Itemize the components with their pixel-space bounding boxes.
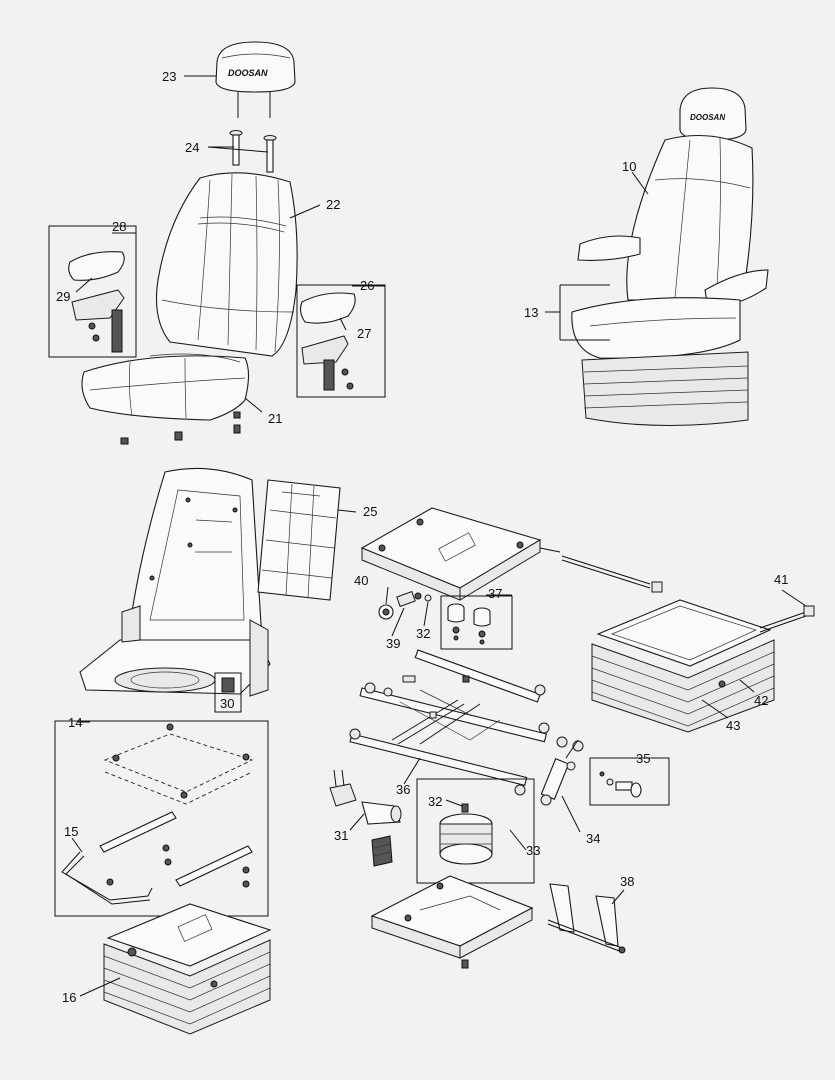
slide-plate-part[interactable] — [360, 507, 561, 601]
backrest-cushion-part[interactable] — [155, 172, 298, 357]
callout-32b: 32 — [428, 794, 442, 809]
callout-15: 15 — [64, 824, 78, 839]
adjustment-rod-part[interactable] — [561, 555, 663, 593]
buffer-part[interactable] — [447, 603, 491, 645]
armrest-right-part[interactable] — [299, 292, 356, 391]
callout-32a: 32 — [416, 626, 430, 641]
release-bar-part[interactable] — [61, 851, 153, 905]
backrest-cover-panel[interactable] — [257, 479, 341, 601]
pin-kit-box-35 — [589, 757, 670, 806]
seat-latch-box-30 — [214, 672, 242, 713]
callout-38: 38 — [620, 874, 634, 889]
mechanical-suspension-part[interactable] — [103, 903, 272, 1035]
callout-41: 41 — [774, 572, 788, 587]
air-spring-part[interactable] — [439, 803, 493, 865]
callout-24: 24 — [185, 140, 199, 155]
mounting-bracket-part[interactable] — [547, 883, 626, 954]
bellows-cover-part[interactable] — [591, 599, 775, 733]
bushing-32-top[interactable] — [424, 594, 432, 602]
callout-26: 26 — [360, 278, 374, 293]
leader-lines — [71, 75, 807, 997]
callout-37: 37 — [488, 586, 502, 601]
callout-31: 31 — [334, 828, 348, 843]
seat-brand-logo: DOOSAN — [690, 113, 725, 122]
headrest-part[interactable]: DOOSAN — [215, 41, 296, 118]
callout-22: 22 — [326, 197, 340, 212]
callout-25: 25 — [363, 504, 377, 519]
armrest-right-kit-box — [296, 284, 386, 398]
callout-23: 23 — [162, 69, 176, 84]
seat-latch-part[interactable] — [221, 677, 235, 693]
armrest-left-part[interactable] — [68, 251, 125, 353]
callout-30: 30 — [220, 696, 234, 711]
callout-36: 36 — [396, 782, 410, 797]
slide-rail-part[interactable] — [99, 811, 253, 888]
callout-35: 35 — [636, 751, 650, 766]
callout-28: 28 — [112, 219, 126, 234]
callout-21: 21 — [268, 411, 282, 426]
callout-34: 34 — [586, 831, 600, 846]
callout-40: 40 — [354, 573, 368, 588]
callout-16: 16 — [62, 990, 76, 1005]
callout-43: 43 — [726, 718, 740, 733]
adjuster-rod-41[interactable] — [759, 605, 815, 633]
scissor-mechanism-part[interactable] — [349, 649, 584, 796]
air-spring-box-33 — [416, 778, 535, 884]
seat-cushion-part[interactable] — [81, 353, 250, 445]
shock-absorber-part[interactable] — [540, 739, 579, 806]
complete-seat-assembly[interactable]: DOOSAN — [571, 87, 769, 427]
valve-39[interactable] — [396, 590, 422, 608]
callout-42: 42 — [754, 693, 768, 708]
callout-10: 10 — [622, 159, 636, 174]
solenoid-part[interactable] — [329, 769, 402, 867]
callout-33: 33 — [526, 843, 540, 858]
callout-14: 14 — [68, 715, 82, 730]
backrest-frame-part[interactable] — [127, 467, 263, 641]
headrest-guides-part[interactable] — [229, 130, 277, 173]
mounting-plate-part[interactable] — [103, 723, 254, 805]
callout-13: 13 — [524, 305, 538, 320]
lever-knob-40[interactable] — [378, 604, 394, 620]
callout-29: 29 — [56, 289, 70, 304]
callout-27: 27 — [357, 326, 371, 341]
callout-39: 39 — [386, 636, 400, 651]
buffer-kit-box-37 — [440, 595, 513, 650]
armrest-left-kit-box — [48, 225, 137, 358]
callout-labels: 23 24 22 21 28 29 26 27 10 13 25 40 39 3… — [56, 69, 788, 1005]
pin-kit-part[interactable] — [599, 771, 642, 798]
suspension-base-part[interactable] — [370, 875, 534, 969]
headrest-brand-logo: DOOSAN — [228, 68, 268, 78]
